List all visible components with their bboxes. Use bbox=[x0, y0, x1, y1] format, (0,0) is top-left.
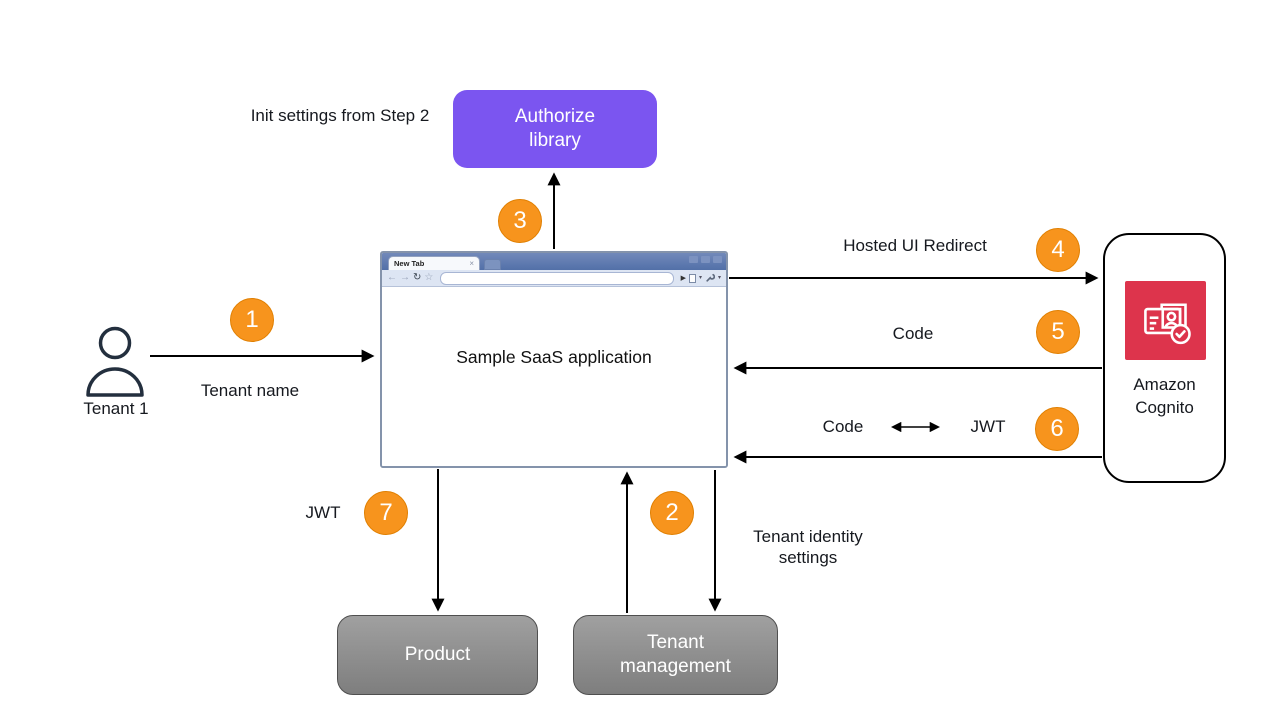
maximize-icon bbox=[701, 256, 710, 263]
page-menu-caret-icon: ▾ bbox=[698, 275, 702, 281]
product-label: Product bbox=[404, 644, 471, 665]
browser-toolbar: ← → ↻ ☆ ▶ ▾ ▾ bbox=[382, 270, 726, 287]
edge-label-code-exchange-left: Code bbox=[822, 417, 864, 436]
step-badge-2: 2 bbox=[650, 491, 694, 535]
browser-tab-title: New Tab bbox=[394, 259, 425, 268]
step-badge-7: 7 bbox=[364, 491, 408, 535]
reload-icon: ↻ bbox=[413, 272, 422, 283]
tab-close-icon: × bbox=[469, 258, 474, 268]
page-menu-icon bbox=[688, 273, 696, 283]
window-controls bbox=[689, 256, 722, 263]
edge-label-code: Code bbox=[892, 324, 934, 343]
edge-label-hosted-ui-redirect: Hosted UI Redirect bbox=[843, 236, 987, 255]
edge-label-jwt: JWT bbox=[305, 503, 341, 522]
minimize-icon bbox=[689, 256, 698, 263]
wrench-icon bbox=[706, 273, 715, 282]
amazon-cognito-icon bbox=[1125, 281, 1206, 360]
edge-label-tenant-identity-settings: Tenant identity settings bbox=[753, 527, 863, 567]
browser-titlebar: New Tab × bbox=[382, 253, 726, 270]
browser-content: Sample SaaS application bbox=[382, 287, 726, 466]
step-badge-3: 3 bbox=[498, 199, 542, 243]
node-product: Product bbox=[337, 615, 538, 695]
bookmark-star-icon: ☆ bbox=[424, 272, 434, 283]
edge-label-init-settings: Init settings from Step 2 bbox=[250, 106, 430, 125]
authorize-library-label: Authorize library bbox=[514, 106, 596, 151]
new-tab-icon bbox=[484, 259, 501, 270]
browser-window: New Tab × ← → ↻ ☆ ▶ ▾ ▾ Sample S bbox=[380, 251, 728, 468]
close-icon bbox=[713, 256, 722, 263]
step-badge-4: 4 bbox=[1036, 228, 1080, 272]
back-icon: ← bbox=[387, 272, 397, 283]
node-authorize-library: Authorize library bbox=[453, 90, 657, 168]
step-badge-5: 5 bbox=[1036, 310, 1080, 354]
go-icon: ▶ bbox=[680, 274, 686, 282]
tenant-user-icon bbox=[86, 326, 144, 397]
browser-tab: New Tab × bbox=[388, 256, 480, 270]
tenant-management-label: Tenant management bbox=[620, 632, 731, 677]
wrench-menu-caret-icon: ▾ bbox=[717, 275, 721, 281]
address-bar bbox=[440, 271, 674, 285]
tenant-label: Tenant 1 bbox=[83, 399, 149, 418]
step-badge-6: 6 bbox=[1035, 407, 1079, 451]
saas-application-title: Sample SaaS application bbox=[456, 347, 652, 367]
edge-label-code-exchange-right: JWT bbox=[970, 417, 1006, 436]
edge-label-tenant-name: Tenant name bbox=[200, 381, 300, 400]
node-amazon-cognito: Amazon Cognito bbox=[1103, 233, 1226, 483]
step-badge-1: 1 bbox=[230, 298, 274, 342]
amazon-cognito-label: Amazon Cognito bbox=[1133, 375, 1196, 417]
node-tenant-management: Tenant management bbox=[573, 615, 778, 695]
forward-icon: → bbox=[400, 272, 410, 283]
